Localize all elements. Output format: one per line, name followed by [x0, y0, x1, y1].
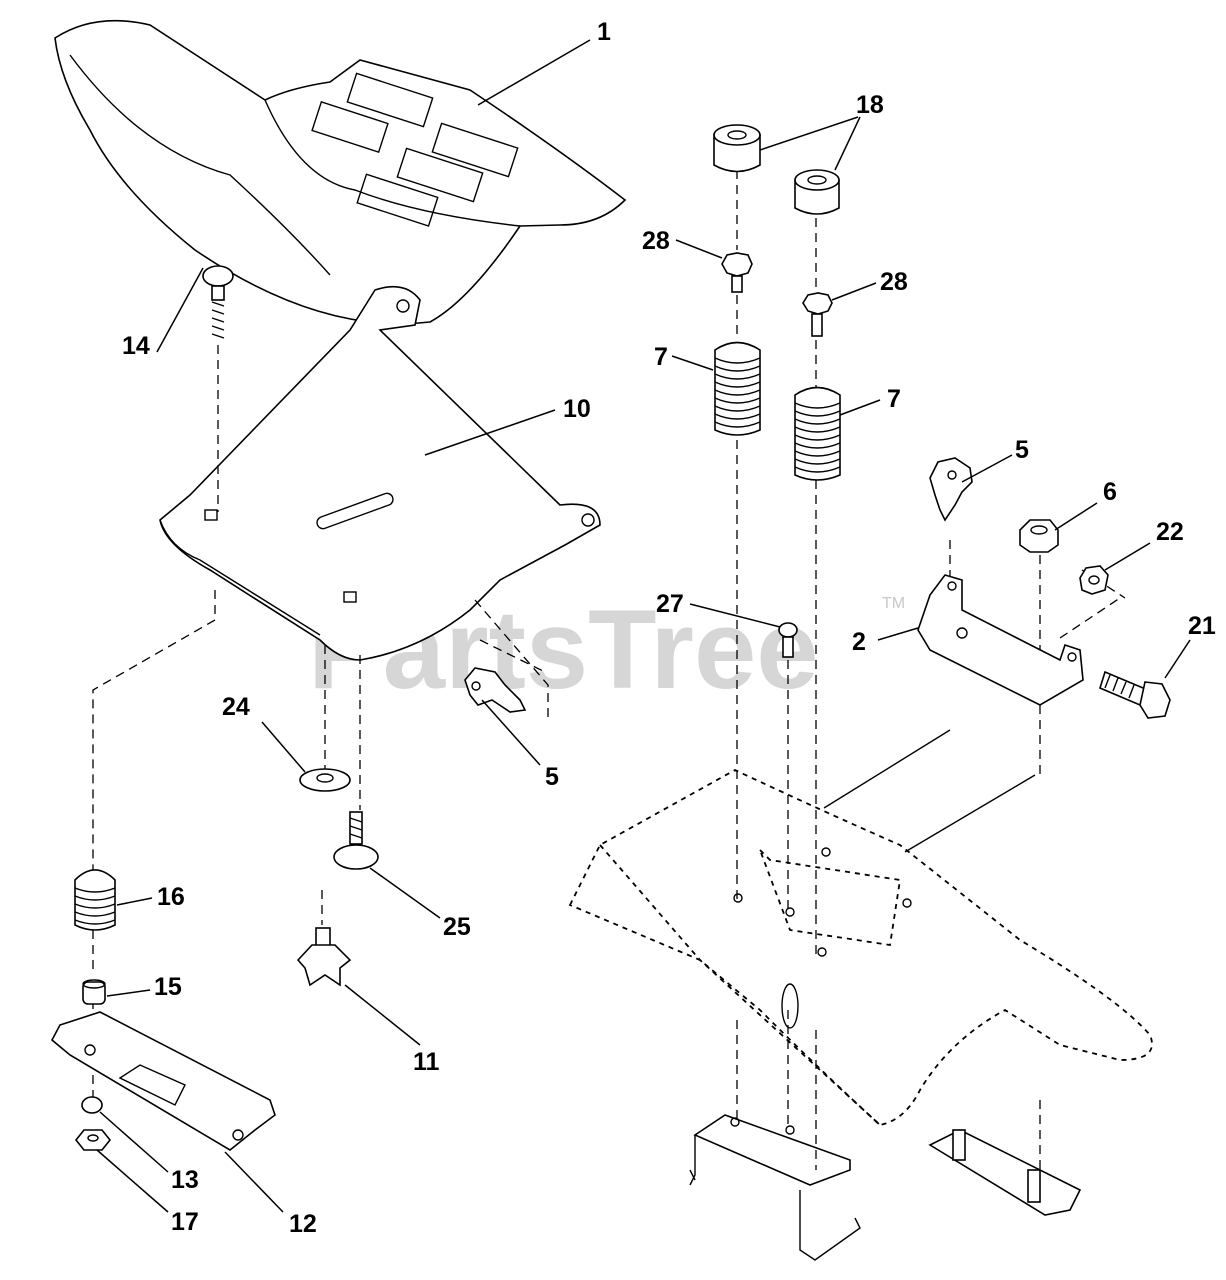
callout-28-left: 28	[642, 227, 670, 255]
callout-22: 22	[1156, 518, 1184, 546]
part-spring-small	[74, 869, 153, 931]
callout-21: 21	[1188, 612, 1216, 640]
part-bushing-left	[713, 124, 761, 173]
part-carriage-bolt	[156, 265, 234, 353]
part-spring-right	[794, 386, 881, 481]
callout-14: 14	[122, 332, 150, 360]
callout-11: 11	[413, 1048, 440, 1076]
part-seat	[54, 19, 627, 325]
part-bolt-21	[1099, 639, 1191, 719]
callout-25: 25	[443, 913, 471, 941]
part-screw-right	[802, 282, 877, 337]
callout-10: 10	[563, 395, 591, 423]
part-seat-pan	[159, 285, 601, 661]
part-latch-right	[929, 454, 1013, 522]
part-seat-clip-left	[464, 667, 541, 766]
callout-5-left: 5	[545, 763, 559, 791]
part-bushing-right	[759, 116, 861, 215]
callout-2: 2	[852, 628, 866, 656]
part-screw-left	[675, 239, 753, 293]
part-locknut	[74, 1129, 169, 1213]
part-knob	[296, 927, 421, 1046]
callout-12: 12	[289, 1210, 317, 1238]
part-frame-body	[568, 729, 1153, 1126]
part-screw-27	[689, 603, 798, 658]
callout-28-right: 28	[880, 268, 908, 296]
part-lower-frame	[689, 1114, 1082, 1261]
part-nut-small	[81, 1096, 169, 1173]
part-shoulder-bolt	[333, 811, 441, 919]
callout-15: 15	[154, 973, 182, 1001]
part-bracket-plate	[50, 1011, 284, 1213]
callout-17: 17	[171, 1208, 199, 1236]
callout-27: 27	[656, 590, 684, 618]
part-nut-6	[1019, 502, 1098, 553]
callout-18: 18	[856, 91, 884, 119]
part-hex-nut	[1079, 542, 1151, 595]
part-washer	[261, 721, 351, 792]
callout-7-left: 7	[654, 343, 668, 371]
callout-6: 6	[1103, 478, 1117, 506]
callout-24: 24	[222, 693, 250, 721]
callout-1: 1	[597, 18, 611, 46]
part-bracket-2	[877, 574, 1084, 706]
part-spring-left	[671, 341, 761, 436]
callout-16: 16	[157, 883, 185, 911]
callout-labels: 1 2 5 5 6 7 7 10 11 12 13 14 15 16 17 18…	[122, 18, 1216, 1238]
part-spacer	[82, 979, 151, 1005]
callout-7-right: 7	[887, 385, 901, 413]
callout-13: 13	[171, 1166, 199, 1194]
watermark-trademark: TM	[882, 595, 905, 612]
callout-5-right: 5	[1015, 436, 1029, 464]
